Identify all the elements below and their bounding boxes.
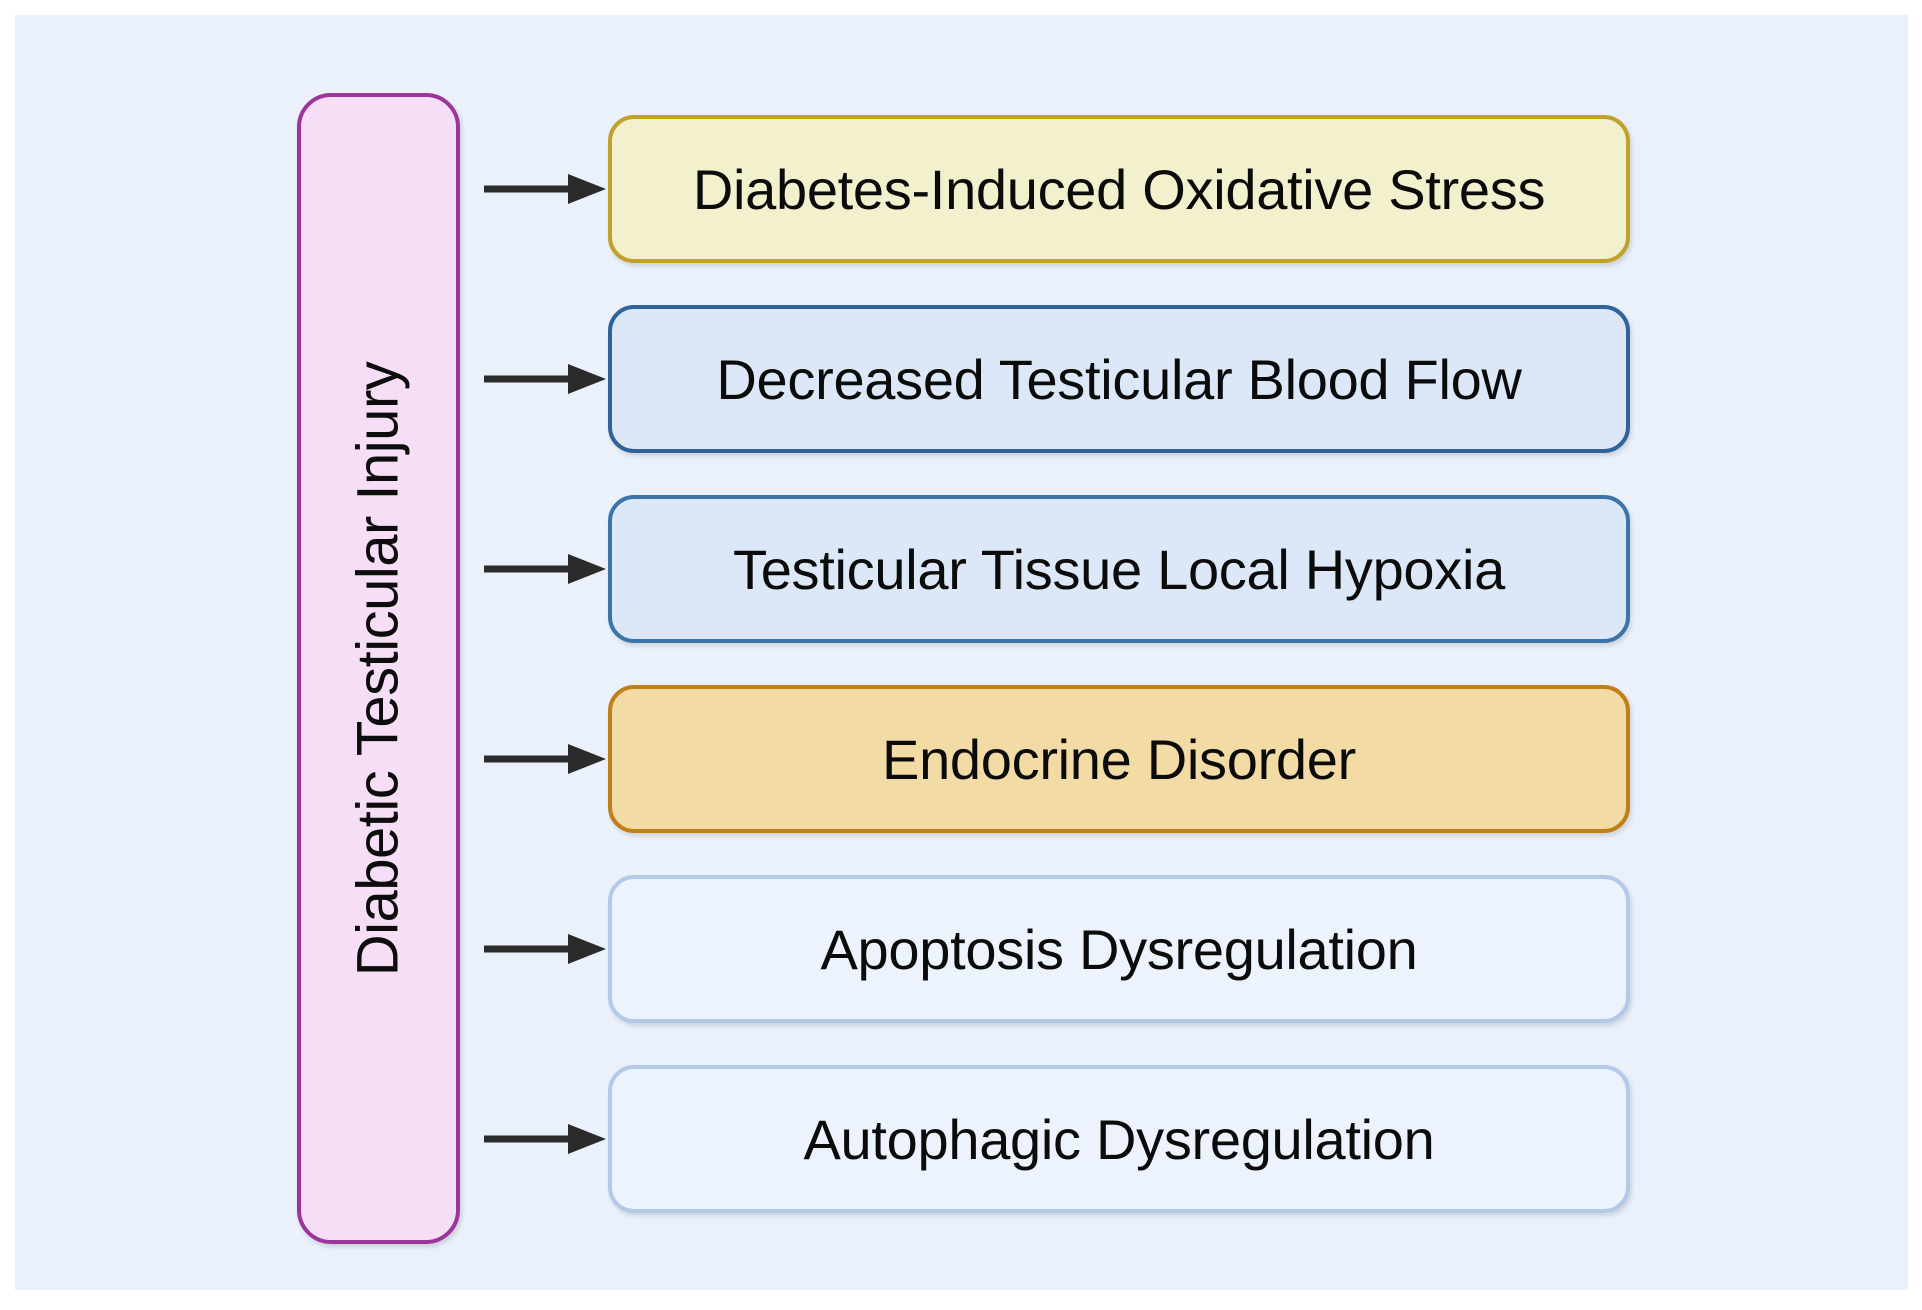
target-node-label: Decreased Testicular Blood Flow [716, 347, 1522, 411]
arrow-icon-4 [482, 932, 607, 966]
target-node-label: Diabetes-Induced Oxidative Stress [692, 157, 1546, 221]
target-node-label: Autophagic Dysregulation [803, 1107, 1435, 1171]
target-node-3[interactable]: Endocrine Disorder [608, 685, 1630, 833]
arrow-icon-3 [482, 742, 607, 776]
arrow-icon-2 [482, 552, 607, 586]
arrow-icon-5 [482, 1122, 607, 1156]
source-node-label: Diabetic Testicular Injury [345, 361, 411, 976]
source-node-diabetic-testicular-injury[interactable]: Diabetic Testicular Injury [297, 93, 460, 1244]
target-node-0[interactable]: Diabetes-Induced Oxidative Stress [608, 115, 1630, 263]
arrow-icon-0 [482, 172, 607, 206]
target-node-2[interactable]: Testicular Tissue Local Hypoxia [608, 495, 1630, 643]
target-node-5[interactable]: Autophagic Dysregulation [608, 1065, 1630, 1213]
target-node-1[interactable]: Decreased Testicular Blood Flow [608, 305, 1630, 453]
target-node-label: Apoptosis Dysregulation [820, 917, 1418, 981]
target-node-label: Endocrine Disorder [882, 727, 1356, 791]
diagram-canvas: Diabetic Testicular Injury Diabetes-Indu… [15, 15, 1908, 1290]
target-node-label: Testicular Tissue Local Hypoxia [733, 537, 1505, 601]
target-node-4[interactable]: Apoptosis Dysregulation [608, 875, 1630, 1023]
arrow-icon-1 [482, 362, 607, 396]
